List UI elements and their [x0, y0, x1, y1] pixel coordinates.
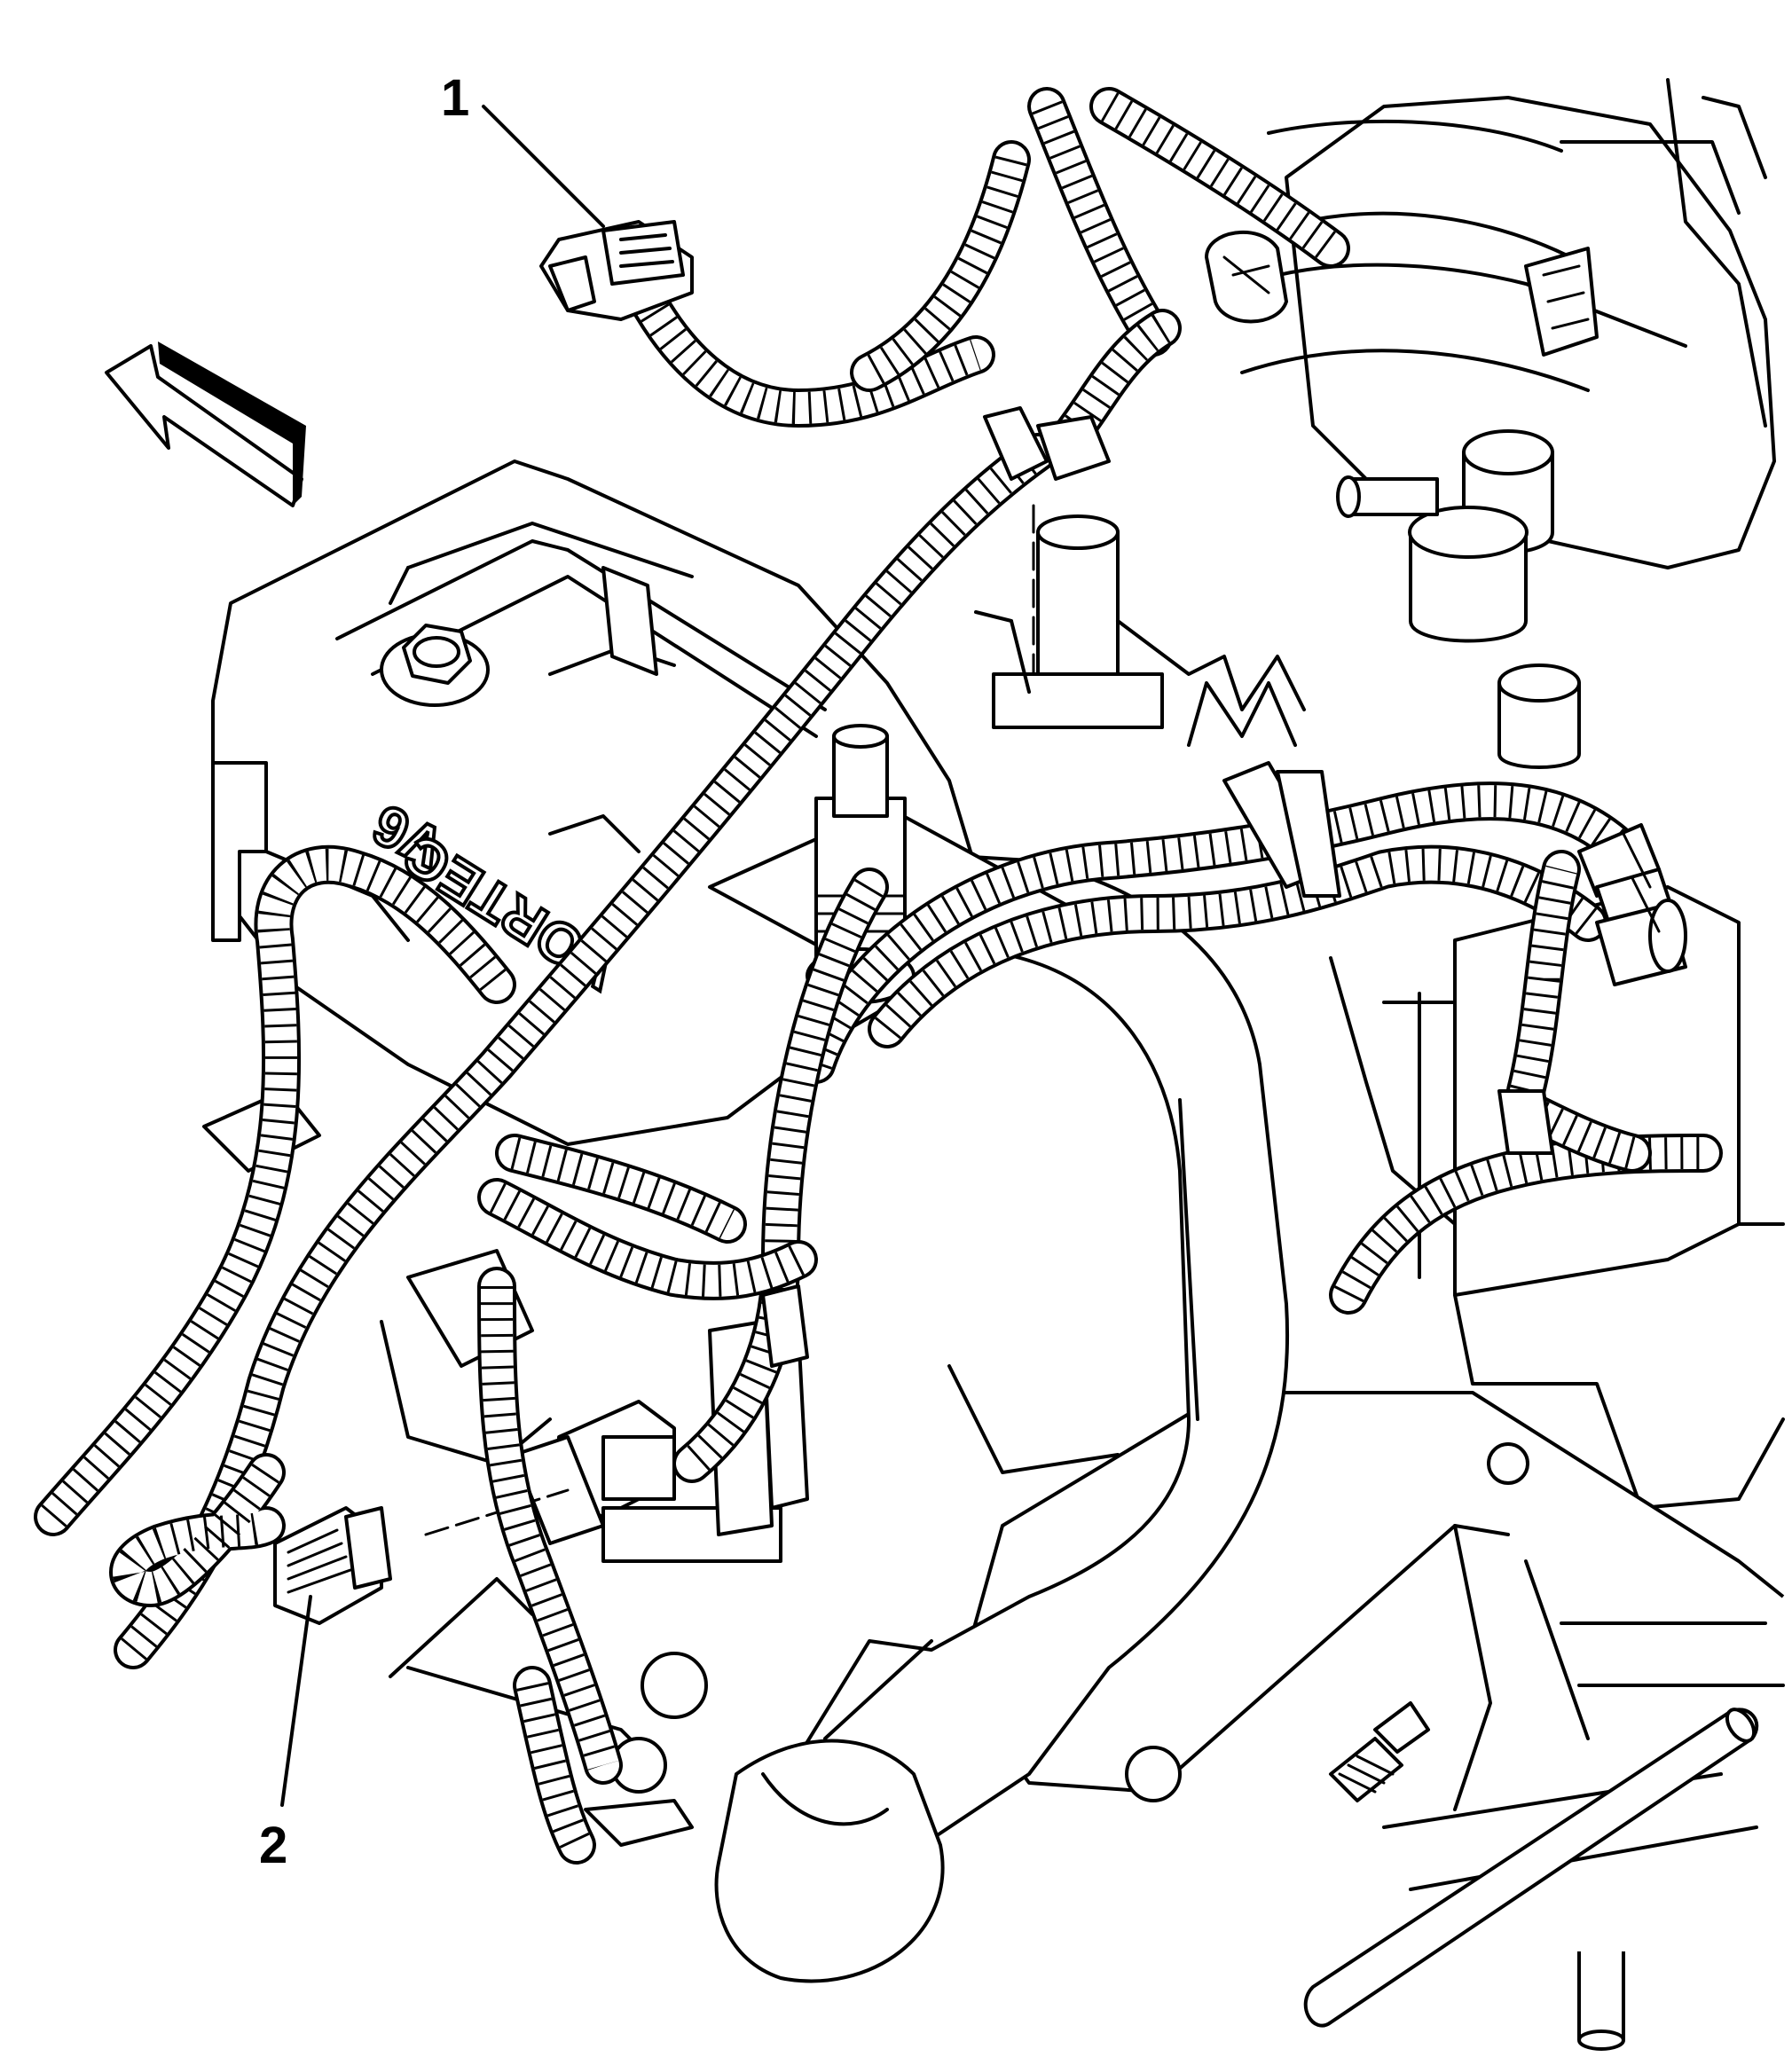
right-side-connectors: [1205, 230, 1687, 986]
callout-1-leader: [482, 105, 605, 228]
connector-1: [539, 220, 694, 321]
valve-cover: [211, 459, 978, 1146]
callout-2-leader: [280, 1595, 312, 1807]
left-bracket: [202, 761, 708, 1847]
connector-2: [273, 1506, 392, 1625]
forward-direction-arrow-icon: [105, 342, 306, 507]
harness-clips: [761, 406, 1554, 1368]
air-intake-duct: [714, 850, 1290, 1983]
harness-clip-lower: [1329, 1701, 1430, 1802]
callout-2-label: 2: [259, 1817, 287, 1874]
callout-1-label: 1: [441, 69, 469, 127]
pcv-valve-housing: [1336, 429, 1581, 769]
wiring-harness: [34, 87, 1723, 1865]
throttle-body: [974, 504, 1306, 747]
intake-plenum-right: [1222, 78, 1776, 569]
valve-cover-bolt: [380, 624, 490, 707]
fuel-line-lower-right: [1303, 1708, 1759, 2051]
